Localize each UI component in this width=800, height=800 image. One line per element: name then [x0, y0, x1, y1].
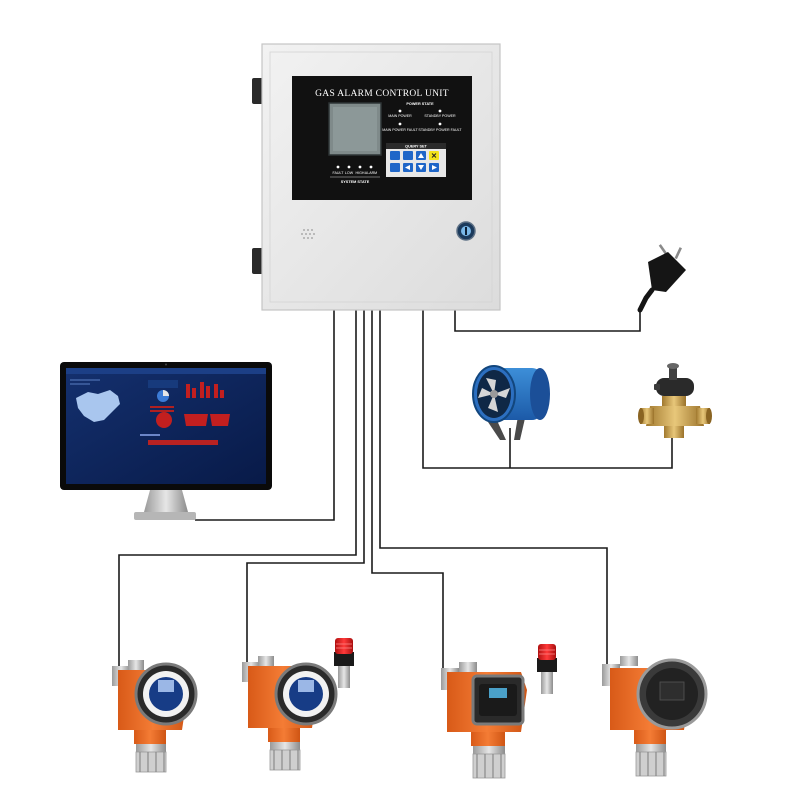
- up-arrow-icon: [418, 153, 424, 158]
- computer-monitor: [60, 362, 272, 490]
- close-icon: [431, 153, 437, 158]
- power-state-label: POWER STATE: [406, 102, 434, 106]
- map-icon: [76, 390, 120, 422]
- indicator-led: [369, 165, 373, 169]
- wire-detector-4: [379, 308, 608, 664]
- power-plug-icon: [637, 244, 686, 313]
- wire-detector-3: [371, 308, 444, 670]
- gas-detector-1: [112, 660, 198, 773]
- gas-detector-4: [602, 656, 708, 777]
- query-set-label: QUERY SET: [405, 145, 427, 149]
- right-arrow-icon: [432, 165, 437, 170]
- indicator-led: [398, 109, 402, 113]
- power-indicators: MAIN POWER STANDBY POWER MAIN POWER FAUL…: [382, 109, 462, 132]
- wire-computer: [195, 308, 335, 521]
- indicator-led: [358, 165, 362, 169]
- keypad-button[interactable]: [390, 151, 400, 160]
- system-indicators: FAULT LOW HIGH ALARM SYSTEM STATE: [330, 165, 380, 184]
- power-indicator-label: MAIN POWER: [388, 114, 412, 118]
- system-indicator-label: ALARM: [365, 171, 377, 175]
- key-lock-icon[interactable]: [456, 221, 476, 241]
- keypad-button[interactable]: [390, 163, 400, 172]
- monitor-stand: [134, 490, 196, 520]
- control-panel: GAS ALARM CONTROL UNIT POWER STATE MAIN …: [292, 76, 472, 200]
- alarm-light-icon: [537, 644, 557, 694]
- power-indicator-label: STANDBY POWER FAULT: [418, 128, 462, 132]
- power-indicator-label: STANDBY POWER: [424, 114, 456, 118]
- detector-display-icon: [479, 684, 517, 716]
- solenoid-valve-icon: [638, 363, 712, 438]
- gas-alarm-control-unit: GAS ALARM CONTROL UNIT POWER STATE MAIN …: [252, 43, 501, 311]
- indicator-led: [336, 165, 340, 169]
- indicator-led: [347, 165, 351, 169]
- down-arrow-icon: [418, 165, 424, 170]
- wiring: [118, 308, 673, 670]
- gas-detector-3: [441, 644, 557, 779]
- indicator-led: [438, 109, 442, 113]
- left-arrow-icon: [405, 165, 410, 170]
- wire-power: [454, 308, 641, 332]
- wire-outputs: [422, 308, 673, 469]
- system-indicator-label: FAULT: [333, 171, 345, 175]
- panel-title: GAS ALARM CONTROL UNIT: [315, 89, 449, 99]
- alarm-light-icon: [334, 638, 354, 688]
- indicator-led: [398, 122, 402, 126]
- keypad-button[interactable]: [403, 151, 413, 160]
- gas-detector-2: [242, 638, 354, 771]
- system-indicator-label: LOW: [345, 171, 354, 175]
- system-state-label: SYSTEM STATE: [341, 180, 370, 184]
- indicator-led: [438, 122, 442, 126]
- power-indicator-label: MAIN POWER FAULT: [382, 128, 418, 132]
- system-indicator-label: HIGH: [356, 171, 365, 175]
- wire-detector-2: [246, 308, 365, 662]
- axial-fan-icon: [472, 365, 550, 440]
- query-set-keypad: QUERY SET: [386, 143, 446, 177]
- wire-detector-1: [118, 308, 357, 668]
- buzzer-grille-icon: [301, 229, 315, 239]
